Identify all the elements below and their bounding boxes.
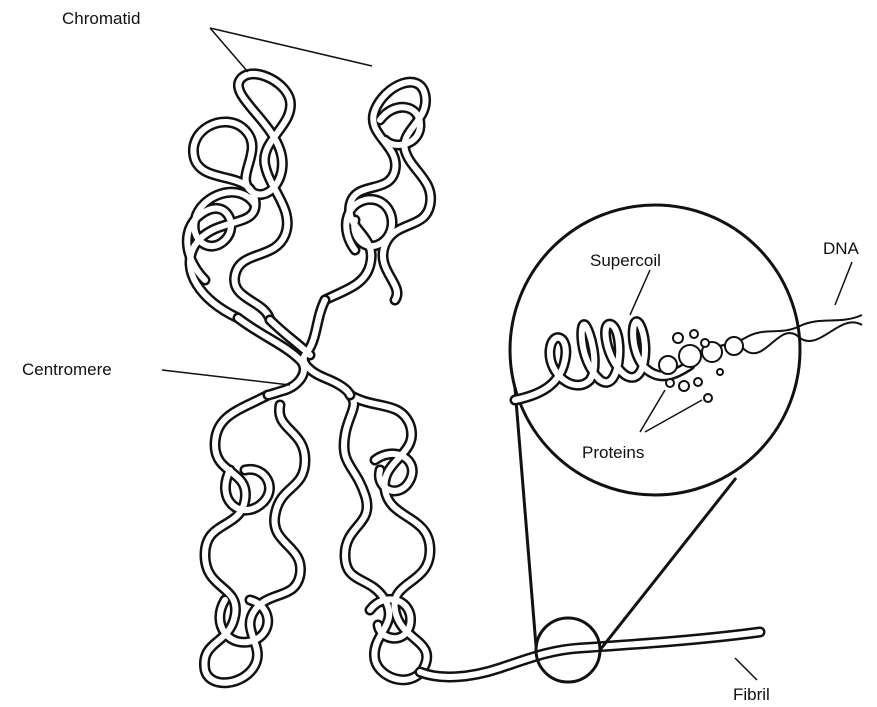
label-proteins: Proteins [582, 443, 644, 462]
dna-leader [835, 262, 852, 305]
chromatid-arm-upper-right [325, 82, 431, 300]
chromatid-arm-upper-left [187, 74, 290, 320]
centromere-leader [162, 370, 290, 385]
chromatid-arm-lower-right [344, 395, 430, 680]
label-fibril: Fibril [733, 685, 770, 704]
chromatid-leader-left [210, 28, 248, 72]
magnifier-line-right [600, 478, 736, 650]
fibril-strand [420, 632, 760, 677]
label-chromatid: Chromatid [62, 9, 140, 28]
chromatid-arm-lower-left [204, 395, 305, 683]
fibril-leader [735, 658, 757, 680]
label-dna: DNA [823, 239, 860, 258]
label-supercoil: Supercoil [590, 251, 661, 270]
label-centromere: Centromere [22, 360, 112, 379]
chromatid-leader-right [210, 28, 372, 66]
